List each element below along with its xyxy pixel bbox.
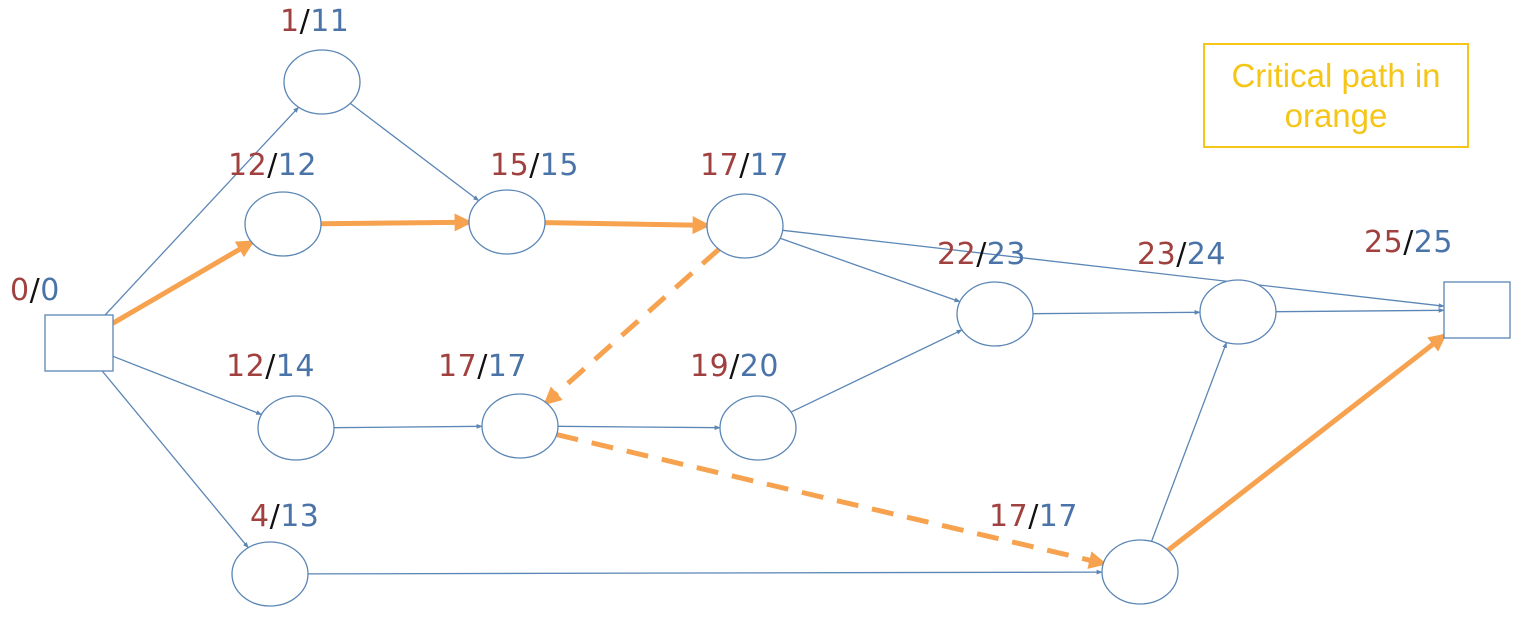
early-time: 17 bbox=[700, 148, 740, 183]
label-separator: / bbox=[1176, 237, 1187, 272]
node-j bbox=[1199, 279, 1277, 345]
late-time: 17 bbox=[749, 148, 789, 183]
critical-edge-k-to-end bbox=[1166, 333, 1447, 553]
node-label-e: 15/15 bbox=[490, 151, 579, 181]
legend-text: Critical path in orange bbox=[1231, 56, 1441, 134]
edge-i-to-j bbox=[1032, 309, 1201, 315]
early-time: 12 bbox=[228, 148, 268, 183]
edge-j-to-end bbox=[1275, 307, 1445, 313]
node-b bbox=[244, 191, 322, 257]
node-h bbox=[719, 395, 797, 461]
early-time: 23 bbox=[1137, 237, 1177, 272]
early-time: 0 bbox=[10, 273, 30, 308]
edge-d-to-k bbox=[307, 569, 1103, 575]
label-separator: / bbox=[1403, 225, 1414, 260]
early-time: 25 bbox=[1364, 225, 1404, 260]
edge-h-to-i bbox=[790, 329, 963, 413]
early-time: 4 bbox=[250, 499, 270, 534]
node-e bbox=[468, 189, 546, 255]
label-separator: / bbox=[269, 499, 281, 534]
late-time: 14 bbox=[275, 349, 315, 384]
late-time: 24 bbox=[1186, 237, 1226, 272]
late-time: 12 bbox=[277, 148, 317, 183]
late-time: 17 bbox=[487, 349, 527, 384]
node-label-h: 19/20 bbox=[690, 352, 779, 382]
early-time: 19 bbox=[690, 349, 730, 384]
label-separator: / bbox=[976, 237, 987, 272]
node-label-d: 4/13 bbox=[250, 502, 319, 532]
early-time: 12 bbox=[226, 349, 266, 384]
late-time: 23 bbox=[986, 237, 1026, 272]
late-time: 20 bbox=[739, 349, 779, 384]
label-separator: / bbox=[29, 273, 41, 308]
early-time: 1 bbox=[280, 4, 300, 39]
early-time: 15 bbox=[490, 148, 530, 183]
late-time: 11 bbox=[310, 4, 350, 39]
critical-edge-f-to-g bbox=[543, 247, 721, 406]
node-label-g: 17/17 bbox=[438, 352, 527, 382]
node-label-a: 1/11 bbox=[280, 7, 349, 37]
edge-start-to-a bbox=[104, 106, 300, 316]
label-separator: / bbox=[267, 148, 278, 183]
early-time: 17 bbox=[989, 499, 1029, 534]
critical-edge-start-to-b bbox=[111, 240, 255, 326]
critical-edge-e-to-f bbox=[544, 216, 711, 235]
node-label-start: 0/0 bbox=[10, 276, 60, 306]
label-separator: / bbox=[299, 4, 311, 39]
node-label-j: 23/24 bbox=[1137, 240, 1226, 270]
node-label-k: 17/17 bbox=[989, 502, 1078, 532]
edge-a-to-e bbox=[349, 102, 480, 202]
node-label-b: 12/12 bbox=[228, 151, 317, 181]
critical-edge-b-to-e bbox=[320, 213, 473, 232]
late-time: 15 bbox=[539, 148, 579, 183]
critical-edge-g-to-k bbox=[556, 432, 1107, 569]
label-separator: / bbox=[1028, 499, 1039, 534]
late-time: 0 bbox=[40, 273, 60, 308]
node-d bbox=[231, 541, 309, 607]
label-separator: / bbox=[729, 349, 740, 384]
node-label-c: 12/14 bbox=[226, 352, 315, 382]
node-end bbox=[1443, 281, 1511, 339]
label-separator: / bbox=[739, 148, 750, 183]
node-k bbox=[1101, 539, 1179, 605]
node-i bbox=[956, 281, 1034, 347]
late-time: 17 bbox=[1038, 499, 1078, 534]
edge-start-to-d bbox=[101, 370, 249, 549]
edge-f-to-i bbox=[779, 237, 961, 303]
edge-start-to-c bbox=[112, 355, 263, 416]
edge-f-to-end bbox=[782, 229, 1445, 308]
node-label-f: 17/17 bbox=[700, 151, 789, 181]
early-time: 22 bbox=[937, 237, 977, 272]
edge-g-to-h bbox=[557, 425, 721, 431]
node-label-end: 25/25 bbox=[1364, 228, 1453, 258]
node-c bbox=[257, 395, 335, 461]
label-separator: / bbox=[477, 349, 488, 384]
label-separator: / bbox=[529, 148, 540, 183]
late-time: 25 bbox=[1413, 225, 1453, 260]
late-time: 13 bbox=[280, 499, 320, 534]
node-f bbox=[706, 193, 784, 259]
early-time: 17 bbox=[438, 349, 478, 384]
legend-box: Critical path in orange bbox=[1203, 43, 1469, 148]
edge-k-to-j bbox=[1150, 341, 1228, 542]
label-separator: / bbox=[265, 349, 276, 384]
node-a bbox=[283, 49, 361, 115]
edge-c-to-g bbox=[333, 423, 483, 429]
node-start bbox=[44, 314, 114, 372]
node-label-i: 22/23 bbox=[937, 240, 1026, 270]
node-g bbox=[481, 393, 559, 459]
